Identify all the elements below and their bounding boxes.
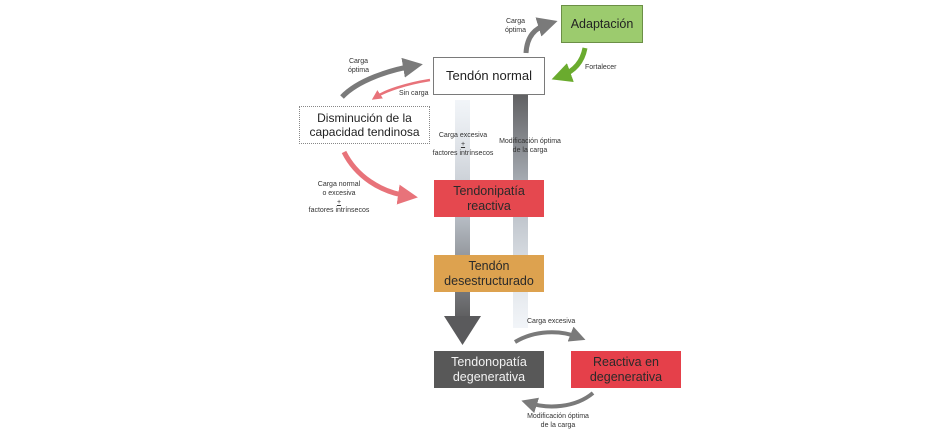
label-carga-optima-left: Carga óptima bbox=[348, 58, 369, 76]
node-label: Tendonipatía reactiva bbox=[453, 183, 525, 213]
node-label: Disminución de la capacidad tendinosa bbox=[309, 110, 420, 139]
label-carga-optima-top: Carga óptima bbox=[505, 18, 526, 36]
label-line: óptima bbox=[348, 66, 370, 74]
label-line: factores intrínsecos bbox=[308, 207, 370, 215]
node-disminucion-capacidad: Disminución de la capacidad tendinosa bbox=[299, 106, 430, 144]
arrow-adaptacion-to-normal bbox=[551, 47, 588, 82]
label-carga-excesiva-center: Carga excesiva + factores intrínsecos bbox=[428, 132, 498, 158]
node-tendinopatia-reactiva: Tendonipatía reactiva bbox=[434, 180, 544, 217]
node-label: Tendonopatía degenerativa bbox=[451, 354, 527, 384]
node-tendon-desestructurado: Tendón desestructurado bbox=[434, 255, 544, 292]
label-line: o excesiva bbox=[322, 189, 356, 197]
arrow-degenerativa-to-reactiva-deg bbox=[513, 326, 586, 344]
label-line: Modificación óptima bbox=[499, 138, 561, 145]
node-tendinopatia-degenerativa: Tendonopatía degenerativa bbox=[434, 351, 544, 388]
arrow-reactiva-deg-to-degenerativa bbox=[521, 391, 595, 414]
node-label: Adaptación bbox=[570, 16, 634, 31]
label-carga-normal: Carga normal o excesiva + factores intrí… bbox=[306, 181, 372, 216]
label-line: + bbox=[460, 140, 466, 148]
label-line: + bbox=[336, 198, 342, 206]
arrow-normal-to-disminucion bbox=[371, 78, 431, 100]
label-carga-excesiva-bottom: Carga excesiva bbox=[527, 318, 576, 325]
node-tendon-normal: Tendón normal bbox=[433, 57, 545, 95]
node-label: Tendón normal bbox=[446, 68, 532, 84]
label-line: Modificación óptima bbox=[527, 413, 589, 420]
label-fortalecer: Fortalecer bbox=[585, 64, 617, 71]
label-line: factores intrínsecos bbox=[432, 149, 494, 157]
node-adaptacion: Adaptación bbox=[561, 5, 643, 43]
node-label: Tendón desestructurado bbox=[444, 258, 534, 288]
arrow-disminucion-to-reactiva bbox=[341, 150, 418, 205]
label-line: Carga bbox=[505, 18, 526, 25]
node-reactiva-en-degenerativa: Reactiva en degenerativa bbox=[571, 351, 681, 388]
label-line: Carga excesiva bbox=[438, 132, 488, 139]
label-modificacion-center: Modificación óptima de la carga bbox=[492, 138, 568, 156]
label-sin-carga: Sin carga bbox=[399, 90, 429, 97]
label-line: de la carga bbox=[512, 146, 548, 154]
label-line: óptima bbox=[505, 26, 527, 34]
label-modificacion-bottom: Modificación óptima de la carga bbox=[526, 413, 590, 431]
label-line: Carga bbox=[348, 58, 369, 65]
arrow-normal-to-adaptacion bbox=[523, 17, 558, 54]
node-label: Reactiva en degenerativa bbox=[589, 354, 663, 384]
arrow-disminucion-to-normal bbox=[340, 57, 423, 99]
label-line: Carga normal bbox=[317, 181, 361, 188]
label-line: de la carga bbox=[540, 421, 576, 429]
